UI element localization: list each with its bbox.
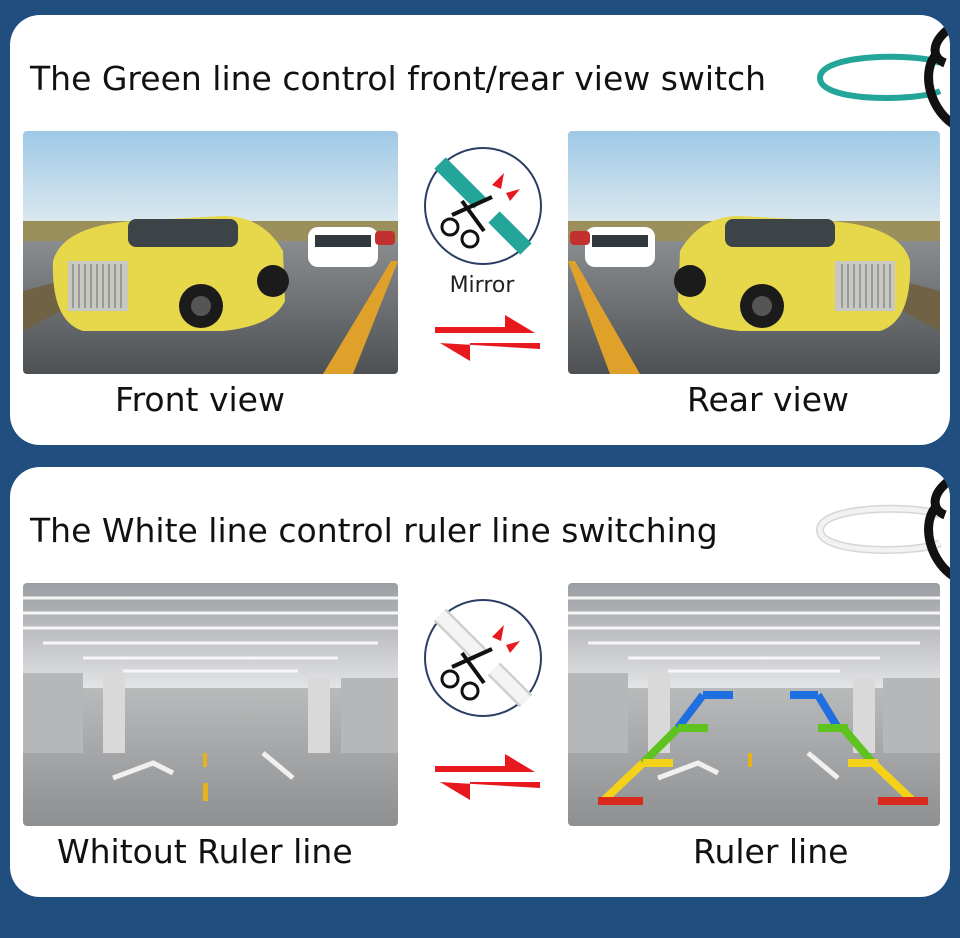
swap-arrows-icon <box>435 754 540 800</box>
ruler-lines <box>598 691 928 805</box>
white-wire-icon <box>816 476 950 580</box>
rear-view-caption: Rear view <box>687 380 850 419</box>
swap-arrows-icon <box>435 315 540 361</box>
front-view-photo <box>23 131 398 374</box>
wire-cut-icon <box>424 147 542 265</box>
ruler-line-caption: Ruler line <box>693 832 849 871</box>
panel-title: The Green line control front/rear view s… <box>30 59 767 98</box>
front-rear-switch-panel: The Green line control front/rear view s… <box>10 15 950 445</box>
green-wire-icon <box>817 24 950 128</box>
garage-photo-without-ruler <box>23 583 398 826</box>
rear-view-photo <box>568 131 940 374</box>
front-view-caption: Front view <box>115 380 285 419</box>
panel-title: The White line control ruler line switch… <box>30 511 718 550</box>
mirror-label: Mirror <box>449 273 515 298</box>
without-ruler-caption: Whitout Ruler line <box>57 832 353 871</box>
ruler-line-switch-panel: The White line control ruler line switch… <box>10 467 950 897</box>
garage-photo-with-ruler <box>568 583 940 826</box>
wire-cut-icon <box>424 599 542 717</box>
